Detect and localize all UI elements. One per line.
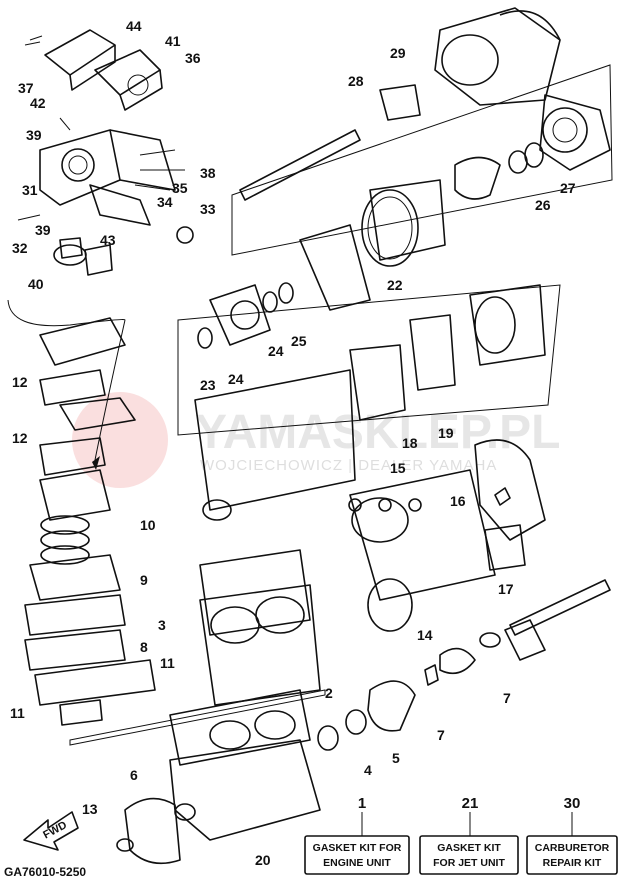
callout-39: 39 [26,127,42,143]
callout-41: 41 [165,33,181,49]
callout-26: 26 [535,197,551,213]
kit-jet-unit: 21 GASKET KIT FOR JET UNIT [419,795,519,875]
callout-39b: 39 [35,222,51,238]
kit-label-line1: CARBURETOR [535,842,610,854]
callout-38: 38 [200,165,216,181]
kit-number: 30 [564,795,581,812]
kit-label-line1: GASKET KIT [437,842,501,854]
callout-28: 28 [348,73,364,89]
kit-label-line2: REPAIR KIT [543,857,602,869]
callout-2: 2 [325,685,333,701]
kit-carburetor: 30 CARBURETOR REPAIR KIT [526,795,618,875]
callout-42: 42 [30,95,46,111]
callout-29: 29 [390,45,406,61]
callout-32: 32 [12,240,28,256]
intermediate-housing-assembly [177,282,611,661]
callout-12b: 12 [12,430,28,446]
watermark-subtitle: WOJCIECHOWICZ | DEALER YAMAHA [200,457,497,474]
callout-23: 23 [200,377,216,393]
callout-25: 25 [291,333,307,349]
callout-33: 33 [200,201,216,217]
watermark-brand: YAMASKLEP.PL [195,406,560,459]
engine-block-assembly [24,317,476,865]
callout-8: 8 [140,639,148,655]
kit-number: 1 [358,795,366,812]
callout-7b: 7 [437,727,445,743]
callout-7: 7 [503,690,511,706]
callout-14: 14 [417,627,433,643]
callout-44: 44 [126,18,142,34]
carburetor-assembly [17,29,194,276]
callout-16: 16 [450,493,466,509]
callout-24: 24 [268,343,284,359]
callout-19: 19 [438,425,454,441]
watermark: YAMASKLEP.PL WOJCIECHOWICZ | DEALER YAMA… [72,392,560,488]
callout-40: 40 [28,276,44,292]
callout-labels: 44 41 36 37 42 39 38 35 31 34 33 39 32 4… [10,18,576,868]
callout-12: 12 [12,374,28,390]
callout-5: 5 [392,750,400,766]
kit-label-line1: GASKET KIT FOR [313,842,402,854]
callout-17: 17 [498,581,514,597]
callout-37: 37 [18,80,34,96]
callout-4: 4 [364,762,372,778]
callout-35: 35 [172,180,188,196]
callout-9: 9 [140,572,148,588]
diagram-code: GA76010-5250 [4,865,86,879]
callout-36: 36 [185,50,201,66]
callout-20: 20 [255,852,271,868]
callout-18: 18 [402,435,418,451]
callout-31: 31 [22,182,38,198]
callout-11b: 11 [10,705,25,721]
callout-6: 6 [130,767,138,783]
callout-24b: 24 [228,371,244,387]
callout-15: 15 [390,460,406,476]
kit-label-line2: FOR JET UNIT [433,857,505,869]
callout-34: 34 [157,194,173,210]
jet-pump-assembly [231,7,613,311]
callout-43: 43 [100,232,116,248]
callout-3: 3 [158,617,166,633]
forward-arrow-icon: FWD [23,811,79,851]
arrow-head-icon [92,456,100,470]
callout-27: 27 [560,180,576,196]
callout-22: 22 [387,277,403,293]
callout-13: 13 [82,801,98,817]
callout-11: 11 [160,655,175,671]
kit-label-line2: ENGINE UNIT [323,857,391,869]
callout-10: 10 [140,517,156,533]
kit-number: 21 [462,795,479,812]
kit-engine-unit: 1 GASKET KIT FOR ENGINE UNIT [304,795,410,875]
